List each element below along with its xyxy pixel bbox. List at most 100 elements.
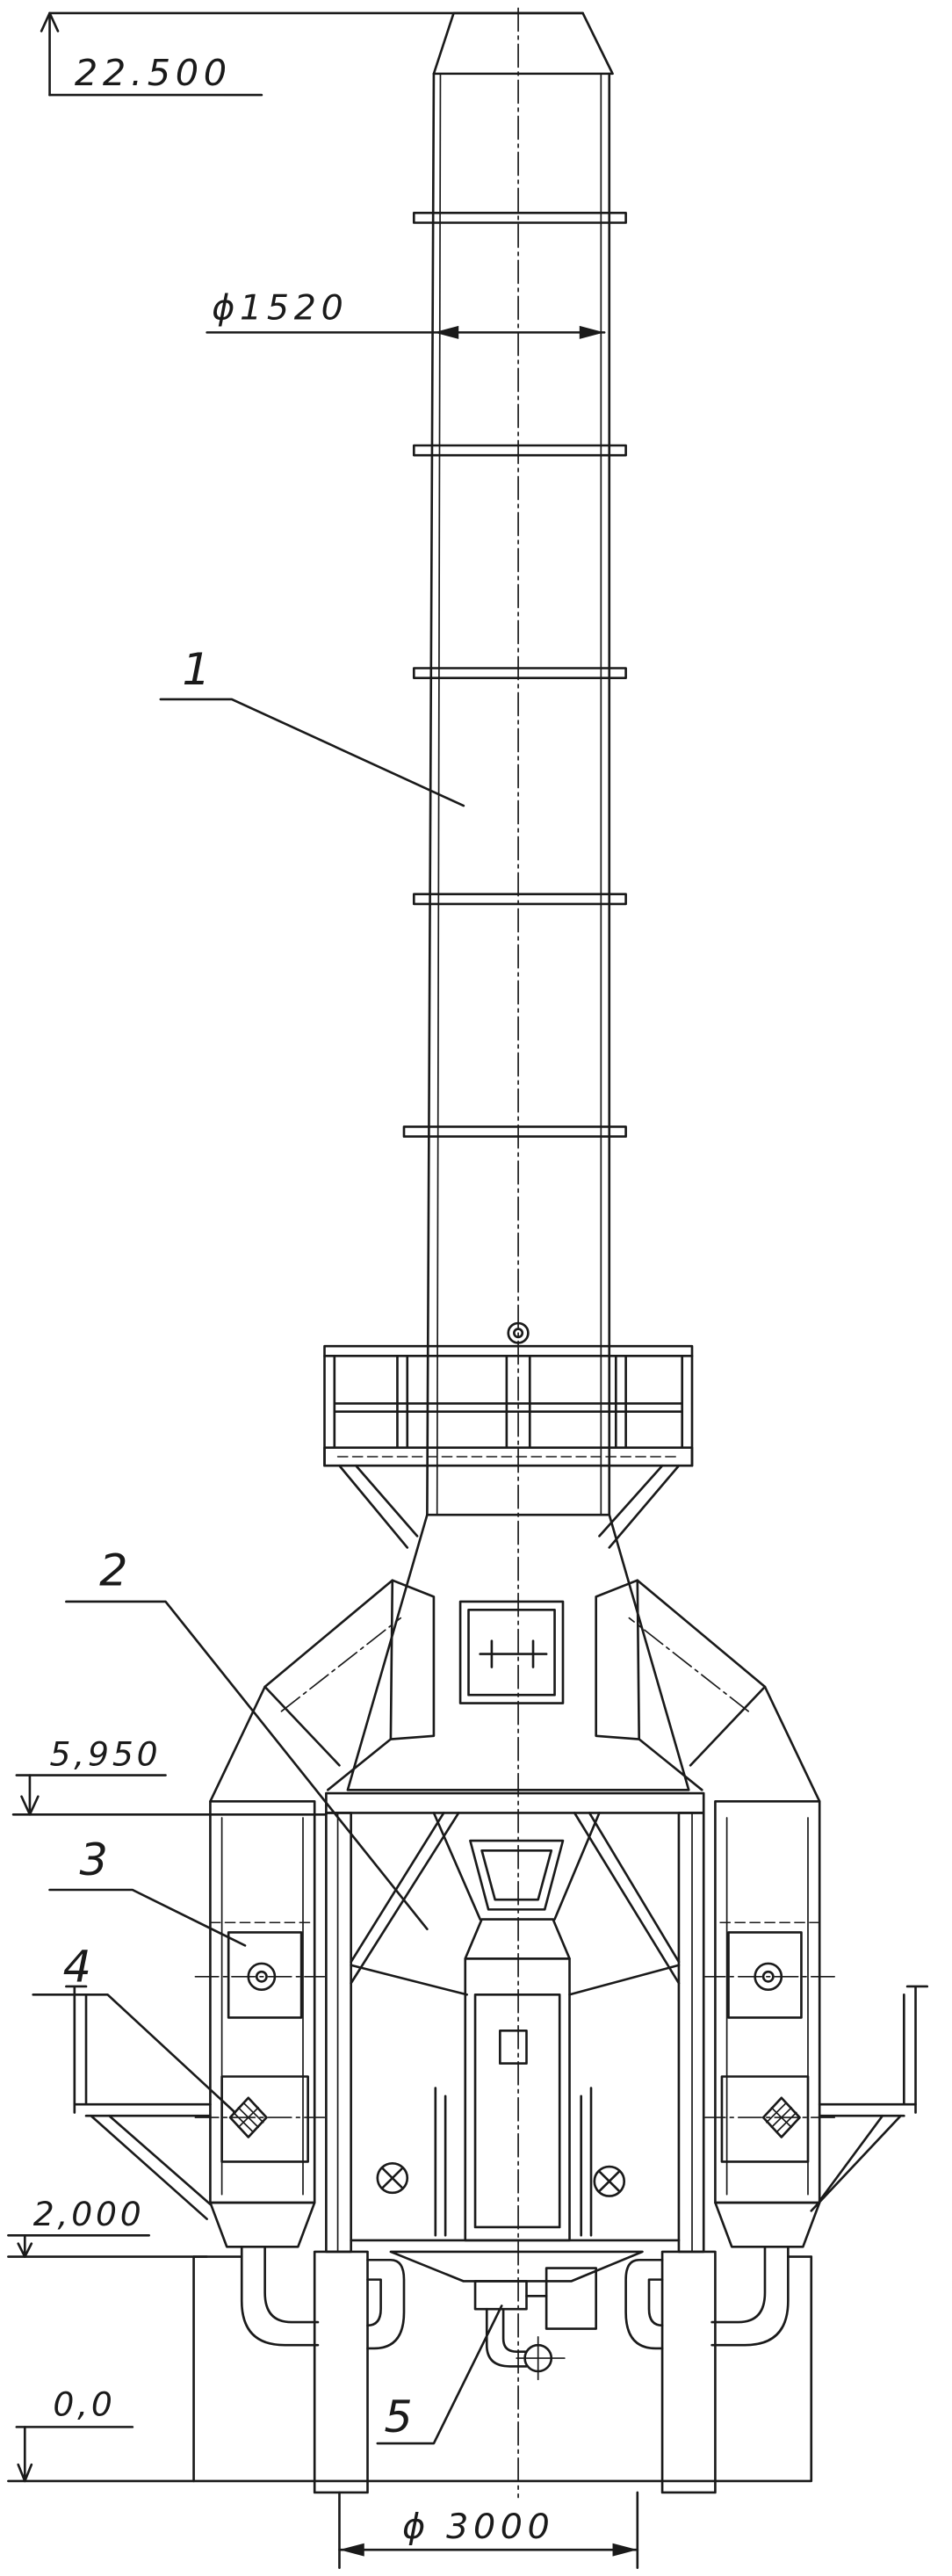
service-platform [323,1321,694,1549]
stack-flange [412,667,627,679]
right-platform-deck [818,2102,917,2117]
base-diameter-label: ϕ 3000 [402,2507,554,2547]
platform-elevation-label: 5,950 [50,1735,162,1774]
stack-shell [426,72,611,1516]
central-chamber-top [464,1918,571,1960]
right-platform-bracket [810,2114,902,2212]
chamber-door-handle-icon [499,2029,528,2065]
foundation [192,2250,813,2494]
base-diameter-dimension [338,2491,639,2569]
left-drain-valve-cross [381,2167,404,2189]
left-inlet-box [227,1931,303,2019]
transition-cone [346,1513,690,1791]
bottom-hopper [389,2250,644,2283]
base-dimension-arrow-right-icon [612,2543,638,2557]
stack-flange [412,212,627,224]
left-hopper-strut [350,1812,460,1985]
frame-right-post [677,1812,705,2254]
base-dimension-arrow-left-icon [339,2543,364,2557]
left-cyclone-body [209,1800,316,2204]
drawing-labels: 22.500 ϕ1520 1 2 5,950 3 4 2,000 0,0 5 ϕ… [33,52,554,2547]
platform-posts [323,1355,694,1467]
stack-diameter-dimension [206,325,606,339]
callout-1-leader [159,698,465,807]
stack-top-cap [432,11,614,76]
left-hatch-crosshatch [232,2102,264,2133]
callout-4-label: 4 [63,1941,91,1993]
zero-elevation-label: 0,0 [53,2385,115,2424]
left-drain-valve-ring [376,2161,409,2195]
cone-hatch-frame [458,1600,565,1704]
gate-drive-box [545,2267,597,2330]
platform-top-rail [323,1344,694,1357]
top-elevation-arrow-icon [40,11,60,33]
foundation-outline [192,2255,813,2483]
inspection-window-frame [469,1839,565,1911]
top-elevation-label: 22.500 [75,52,232,94]
callout-2-leader [65,1600,429,1931]
left-cyclone-inner-wall [220,1817,304,2196]
frame-post-inner-lines [336,1812,693,2253]
central-chamber-door [473,1993,561,2229]
frame-top-beam [325,1791,705,1814]
grade-elevation-marker [7,2233,208,2258]
left-cyclone-cone [209,2201,316,2248]
grade-elevation-label: 2,000 [33,2195,145,2233]
callout-1-label: 1 [182,643,210,695]
drawing-linework [7,7,929,2569]
callout-4-leader [32,1993,237,2114]
platform-brackets [338,1464,681,1549]
right-side-platform [810,1985,929,2212]
callout-3-label: 3 [79,1834,107,1885]
left-duct-section-line [280,1617,402,1712]
left-inlet-flange-icon [247,1962,277,1992]
platform-deck [323,1446,694,1467]
frame-left-post [325,1812,352,2254]
cone-hatch-handle-icon [479,1639,548,1668]
right-drain-valve-icon [593,2165,626,2197]
left-drain-valve-icon [376,2161,409,2195]
callout-3-leader [48,1888,247,1947]
stack-dimension-arrow-right-icon [579,325,605,339]
right-drain-valve-ring [593,2165,626,2197]
exhaust-stack [402,11,627,1516]
stack-dimension-arrow-left-icon [433,325,459,339]
left-duct-inner-edge [326,1738,393,1791]
platform-elevation-marker [11,1774,328,1816]
stack-flange [412,893,627,906]
stack-inner-line [436,73,602,1516]
left-platform-bracket [90,2114,212,2220]
left-side-platform [65,1985,212,2220]
left-platform-deck [73,2102,212,2117]
stack-diameter-label: ϕ1520 [212,288,348,329]
support-frame [325,1791,705,2254]
right-drain-valve-cross [598,2170,621,2193]
stack-flange [402,1125,627,1138]
lifting-eye-icon [507,1321,530,1344]
inspection-window-glass [480,1849,553,1901]
lifting-eye-bore [513,1328,524,1339]
left-inner-u-pipe [366,2258,406,2350]
left-outer-u-pipe [240,2246,320,2347]
hopper-section [350,1812,681,2283]
zero-elevation-marker [7,2426,195,2483]
callout-2-label: 2 [99,1545,127,1596]
callout-5-leader [376,2305,503,2445]
left-cyclone-assembly [194,1579,436,2350]
chamber-vertical-bars [434,2087,593,2237]
left-hatch-marker-icon [228,2096,268,2138]
discharge-valve-axes [516,2336,566,2381]
left-duct-joint [263,1685,341,1767]
right-cyclone-assembly [595,1579,836,2350]
callout-5-label: 5 [384,2391,412,2442]
right-column [660,2250,717,2494]
hopper-lower-edges [350,1964,681,1996]
left-platform-railing [65,1985,88,2114]
cone-hatch-door [467,1608,556,1697]
stack-flange [412,444,627,457]
left-hatch-box [220,2075,309,2163]
right-hopper-strut [573,1812,681,1985]
left-duct-panel [389,1579,436,1740]
left-inlet-bore [255,1970,268,1983]
